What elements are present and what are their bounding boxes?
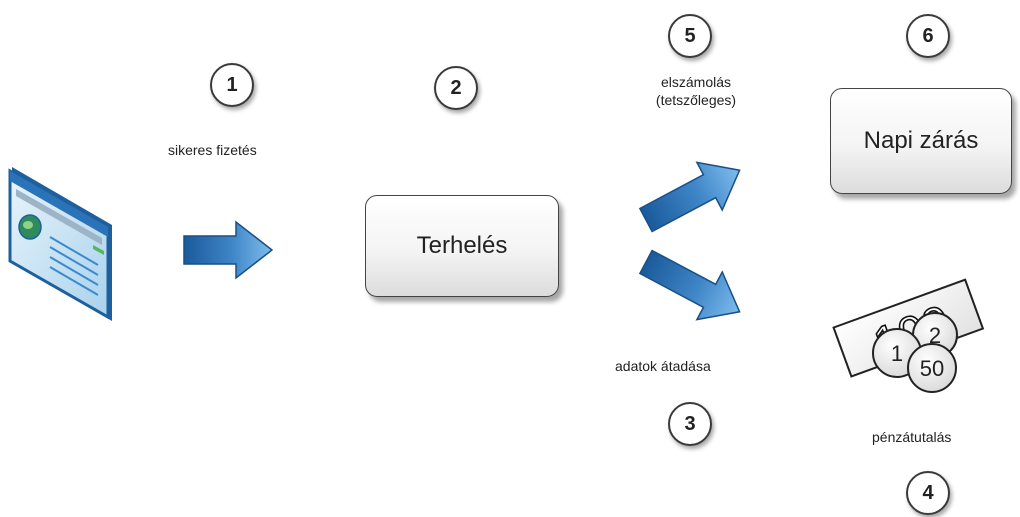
step-5-number: 5 — [684, 24, 696, 47]
coin-value-1: 1 — [891, 341, 903, 366]
coin-value-50: 50 — [920, 356, 944, 381]
step-4-circle: 4 — [906, 471, 950, 515]
money-transfer-label: pénzátutalás — [872, 429, 952, 445]
daily-close-box: Napi zárás — [830, 88, 1012, 194]
arrow-up-right-icon — [638, 161, 741, 233]
step-3-circle: 3 — [668, 402, 712, 446]
settlement-label: elszámolás (tetszőleges) — [640, 73, 752, 109]
step-4-number: 4 — [922, 481, 934, 504]
charge-box: Terhelés — [365, 195, 559, 297]
settlement-label-line1: elszámolás — [660, 74, 732, 90]
step-3-number: 3 — [684, 412, 696, 435]
step-6-circle: 6 — [906, 14, 950, 58]
successful-payment-label: sikeres fizetés — [168, 142, 257, 158]
step-2-number: 2 — [450, 76, 462, 99]
arrow-down-right-icon — [638, 249, 741, 321]
money-icon: 100 2 1 50 — [832, 278, 985, 393]
step-1-number: 1 — [226, 73, 238, 96]
daily-close-box-label: Napi zárás — [863, 127, 979, 154]
step-6-number: 6 — [922, 24, 934, 47]
browser-window-icon — [8, 167, 112, 321]
data-transfer-label: adatok átadása — [615, 358, 711, 374]
step-2-circle: 2 — [434, 66, 478, 110]
charge-box-label: Terhelés — [416, 232, 508, 259]
step-1-circle: 1 — [210, 63, 254, 107]
coin-value-2: 2 — [929, 323, 941, 348]
arrow-right-icon — [183, 220, 274, 280]
settlement-label-line2: (tetszőleges) — [655, 92, 737, 108]
step-5-circle: 5 — [668, 14, 712, 58]
